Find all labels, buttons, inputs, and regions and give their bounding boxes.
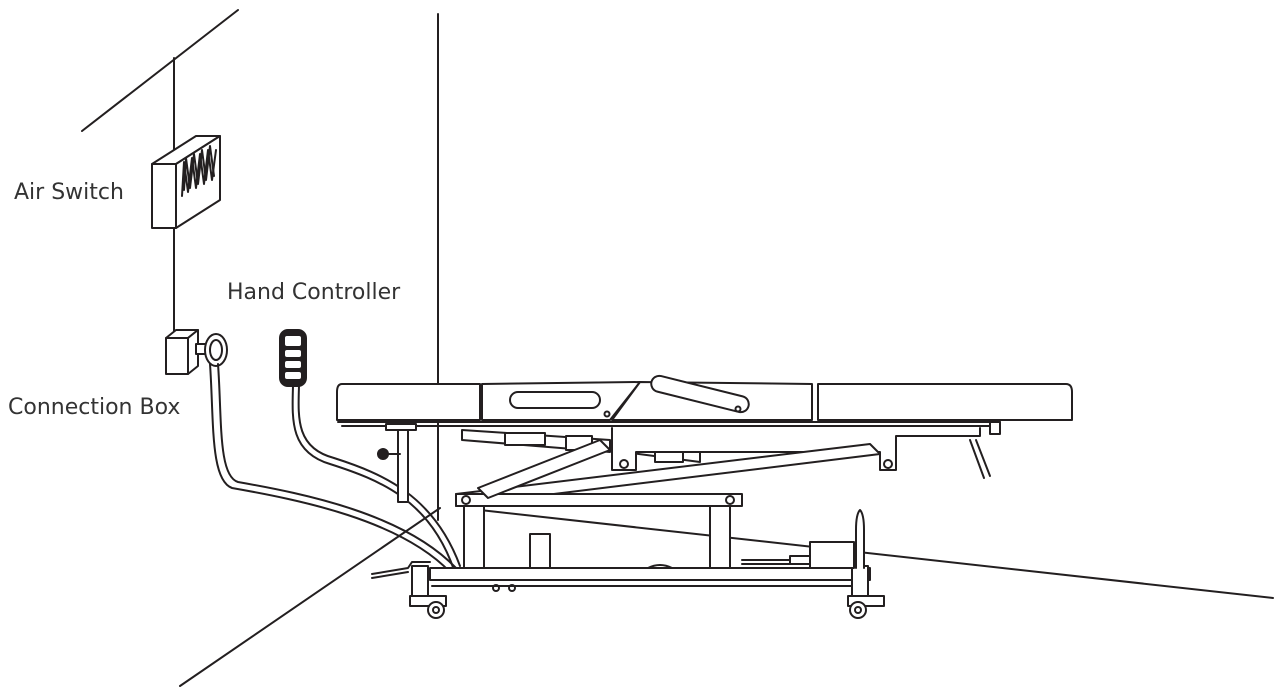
hand-controller-cable [291, 385, 455, 571]
power-cable [209, 363, 457, 573]
caster-left-icon [409, 565, 447, 619]
connection-box-label: Connection Box [8, 395, 181, 420]
ceiling-line [81, 9, 239, 132]
connection-box-icon [165, 329, 228, 375]
scissor-arm-downward [455, 493, 743, 507]
cushion-foot [817, 383, 1073, 421]
cushion-head [336, 383, 481, 421]
air-switch-label: Air Switch [14, 180, 124, 205]
floor-left-line [179, 507, 441, 687]
floor-right-line [479, 509, 1274, 599]
foot-lever-icon [855, 509, 865, 569]
hand-controller-label: Hand Controller [227, 280, 401, 305]
room-lines [81, 9, 1274, 687]
hand-controller-icon [279, 329, 461, 571]
control-box-icon [741, 541, 855, 569]
caster-right-icon [847, 565, 885, 619]
air-switch-icon [151, 135, 221, 229]
treatment-table [336, 374, 1073, 619]
